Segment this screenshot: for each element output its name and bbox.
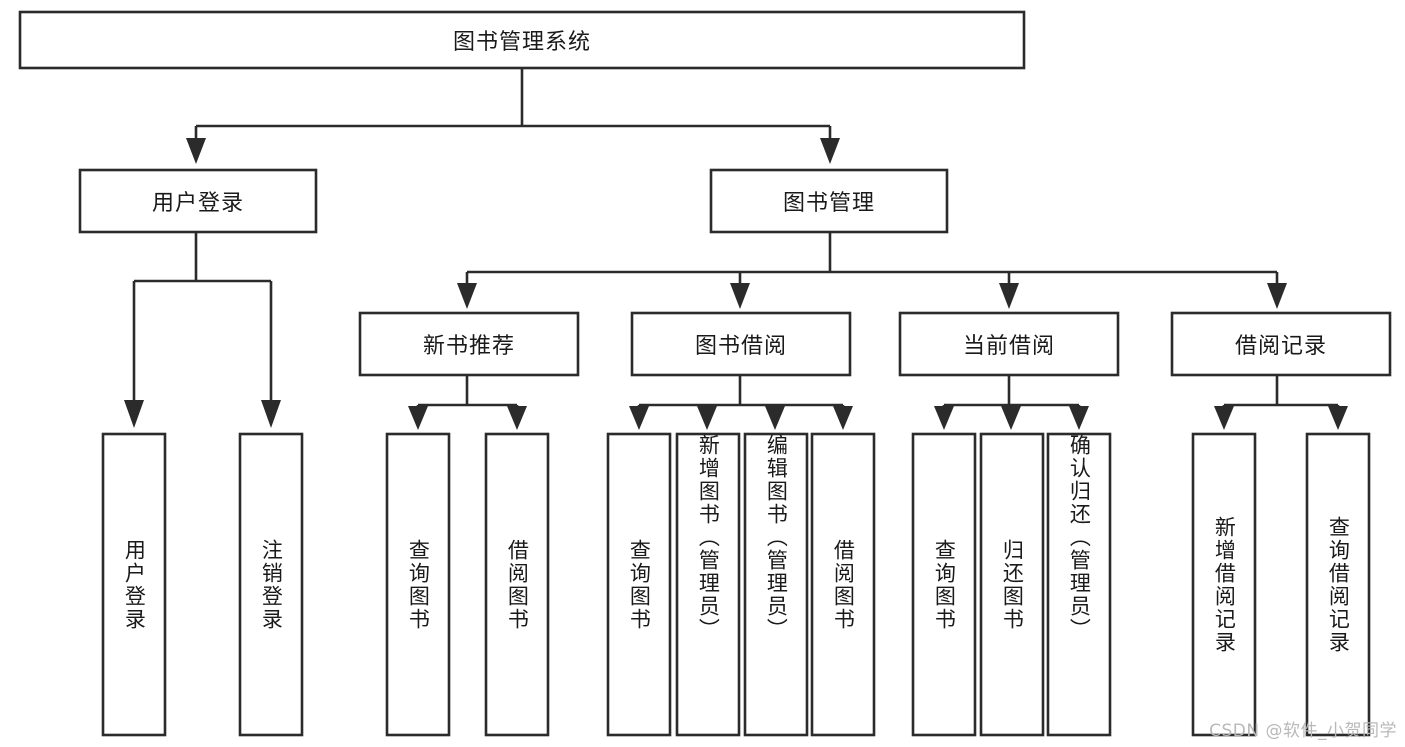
arrow-head-leaf-confirm-return-admin [1069,406,1089,430]
arrow-head-new-book-rec [457,283,477,309]
connector-group-user-login-to-leaves [124,232,281,428]
connector-group-book-manage-to-level3 [457,232,1287,309]
arrow-head-leaf-query-book-a [408,406,428,430]
node-box-book-borrow[interactable] [630,311,852,377]
connector-group-book-borrow-to-leaves [629,375,853,430]
arrow-head-leaf-logout [261,400,281,428]
arrow-head-leaf-borrow-book-a [507,406,527,430]
arrow-head-book-manage [820,138,840,164]
arrow-head-user-login [186,138,206,164]
node-box-book-manage[interactable] [709,168,949,234]
arrow-head-leaf-return-book [1001,406,1021,430]
node-box-user-login[interactable] [78,168,318,234]
arrow-head-leaf-query-book-b [629,406,649,430]
node-box-borrow-record[interactable] [1170,311,1392,377]
arrow-head-leaf-add-book-admin [697,406,717,430]
node-box-leaf-user-login[interactable] [101,432,167,737]
node-box-current-borrow[interactable] [898,311,1120,377]
node-box-leaf-query-book-c[interactable] [911,432,977,737]
connector-group-root-to-level2 [186,68,840,164]
connector-group-borrow-record-to-leaves [1214,375,1348,430]
node-box-leaf-add-book-admin[interactable] [675,432,741,737]
arrow-head-book-borrow [730,283,750,309]
arrow-head-leaf-query-book-c [934,406,954,430]
node-box-leaf-borrow-book-a[interactable] [484,432,550,737]
node-box-root[interactable] [18,10,1026,70]
arrow-head-current-borrow [999,283,1019,309]
node-box-new-book-rec[interactable] [358,311,580,377]
node-box-leaf-logout[interactable] [238,432,304,737]
connector-group-new-book-rec-to-leaves [408,375,527,430]
connector-group-current-borrow-to-leaves [934,375,1089,430]
arrow-head-leaf-add-borrow-record [1214,406,1234,430]
arrow-head-leaf-query-borrow-record [1328,406,1348,430]
node-box-leaf-add-borrow-record[interactable] [1191,432,1257,737]
node-box-leaf-return-book[interactable] [979,432,1045,737]
arrow-head-leaf-edit-book-admin [765,406,785,430]
arrow-head-leaf-borrow-book-b [833,406,853,430]
arrow-head-borrow-record [1267,283,1287,309]
node-box-leaf-confirm-return-admin[interactable] [1046,432,1112,737]
arrow-head-leaf-user-login [124,400,144,428]
node-box-leaf-query-book-a[interactable] [385,432,451,737]
node-box-leaf-edit-book-admin[interactable] [743,432,809,737]
node-box-leaf-query-book-b[interactable] [606,432,672,737]
node-box-leaf-query-borrow-record[interactable] [1305,432,1371,737]
node-box-leaf-borrow-book-b[interactable] [810,432,876,737]
